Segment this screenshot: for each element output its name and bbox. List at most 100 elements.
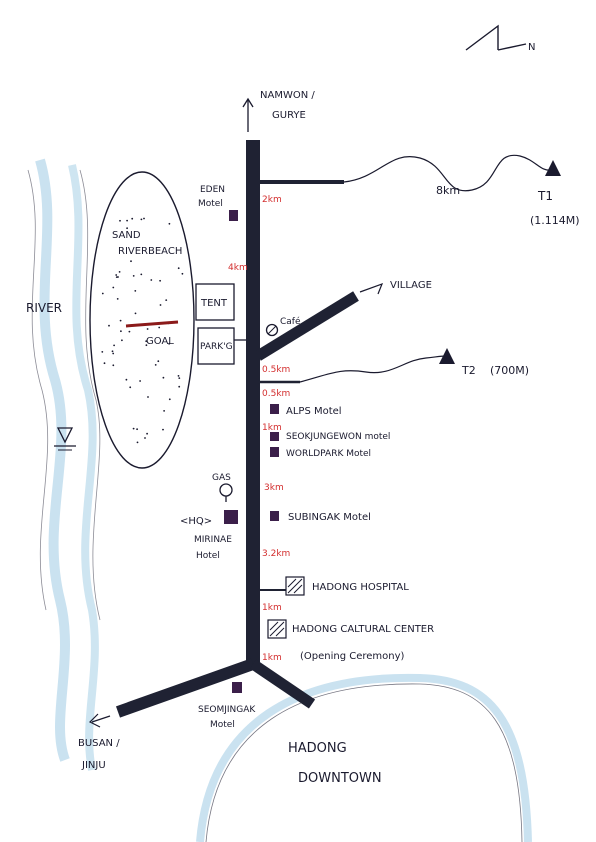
sand-dot [119,219,121,222]
main-road [246,140,260,666]
sand-dot [168,222,171,225]
tent-label: TENT [200,298,228,309]
downtown-label-line1: HADONG [288,741,347,756]
cultural-center-label: HADONG CALTURAL CENTER [292,624,434,635]
sand-dot [163,410,166,412]
seomjingak-motel-line1: SEOMJINGAK [198,705,256,715]
sand-dot [126,227,128,230]
road-village [255,291,359,361]
sand-dot [136,428,139,431]
sand-dot [108,324,110,327]
goal-label: GOAL [146,336,174,347]
parking-label: PARK'G [200,342,233,352]
sand-dot [112,364,115,367]
road-downtown [249,659,316,709]
river [27,158,101,771]
eden-motel-line2: Motel [198,199,223,209]
sand-dot [134,290,137,292]
hospital-marker [285,576,305,596]
trail-t2 [299,355,447,383]
opening-ceremony-label: (Opening Ceremony) [300,651,405,662]
sand-dot [112,286,115,289]
road-busan [115,658,256,718]
cultural-center-marker [267,619,287,639]
seokjungewon-motel-marker [270,432,279,441]
sand-dot [143,217,145,220]
worldpark-motel-label: WORLDPARK Motel [286,449,371,459]
north-direction-line2: GURYE [272,110,306,121]
sand-dot [178,377,181,379]
sand-dot [111,350,114,353]
distance-label: 1km [262,423,282,433]
t1-elevation: (1.114M) [530,214,580,227]
sand-dot [131,217,134,220]
sand-dot [140,273,143,276]
compass-icon [465,24,527,51]
sand-dot [136,441,139,444]
mirinae-hotel-line1: MIRINAE [194,535,232,545]
roads [115,140,359,718]
sand-dot [168,398,171,401]
eden-motel-line1: EDEN [200,185,225,195]
sand-dot [178,385,181,388]
sand-riverbeach [89,171,195,469]
mirinae-hotel-marker [224,510,238,524]
sand-dot [112,352,115,355]
cafe-label: Café [280,316,301,327]
sand-dot [103,362,106,365]
mirinae-hotel-line2: Hotel [196,551,220,561]
north-direction-line1: NAMWON / [260,90,315,101]
sand-dot [125,378,128,381]
water-level-icon [54,427,76,451]
sand-dot [146,328,149,330]
sand-dot [181,272,184,275]
subingak-motel-label: SUBINGAK Motel [288,512,371,523]
goal-line [125,320,179,328]
parking-area [197,327,235,365]
seomjingak-motel-marker [232,682,242,693]
t1-name: T1 [537,189,553,203]
sand-dot [116,298,119,300]
cafe-icon [265,323,279,337]
sand-dot [101,351,104,353]
sand-dot [159,304,162,306]
hq-label: <HQ> [180,516,212,527]
sand-dot [168,342,171,345]
beach-label-line1: SAND [112,230,141,241]
river-label: RIVER [26,301,62,315]
downtown-boundary [196,673,532,842]
southwest-direction-line1: BUSAN / [78,738,120,749]
subingak-motel-marker [270,511,279,521]
sand-dot [154,364,157,366]
peak-t1-icon [545,160,561,176]
gas-station-icon [219,483,233,502]
sand-dot [162,428,164,431]
distance-label: 1km [262,653,282,663]
seomjingak-motel-line2: Motel [210,720,235,730]
distance-label: 1km [262,603,282,613]
sand-dot [159,279,162,282]
sand-dot [115,274,118,276]
distance-label: 3.2km [262,549,290,559]
sand-dot [132,427,135,430]
distance-label: 0.5km [262,389,290,399]
distance-label: 3km [264,483,284,493]
trail-t1 [343,154,553,192]
distance-label: 0.5km [262,365,290,375]
arrow-village-icon [359,282,384,295]
t2-elevation: (700M) [490,364,529,377]
worldpark-motel-marker [270,447,279,457]
sand-dot [129,386,132,389]
sand-dot [157,360,160,363]
sand-dot [119,319,122,322]
sand-dot [140,218,143,221]
distance-label: 4km [228,263,248,273]
t2-name: T2 [461,364,476,377]
sand-dot [177,375,180,377]
sand-dot [139,380,142,382]
sand-dot [134,312,137,315]
sand-dot [118,271,121,273]
sand-dot [130,260,132,263]
seokjungewon-motel-label: SEOKJUNGEWON motel [286,432,390,442]
